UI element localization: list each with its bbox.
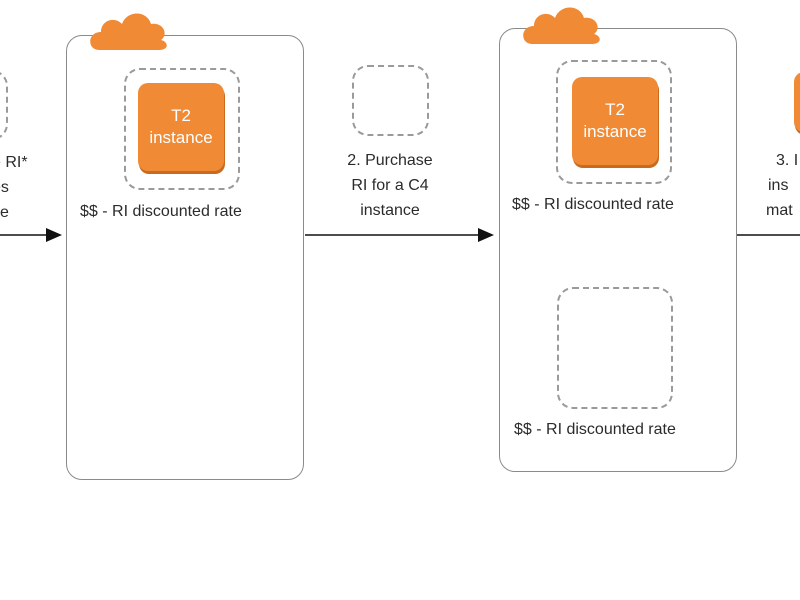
empty-instance-slot [557,287,673,409]
instance-type-label: T2 [605,100,625,119]
rate-label: $$ - RI discounted rate [512,196,674,213]
step2-line2: RI for a C4 [351,177,429,194]
empty-instance-slot [352,65,429,136]
step3-line3: mat [766,202,793,219]
step1-line3: ce [0,204,9,221]
step3-line2: ins [768,177,789,194]
step2-line1: 2. Purchase [347,152,433,169]
step1-line2: es [0,179,9,196]
instance-type-label: T2 [171,106,191,125]
cloud-icon [90,13,167,50]
instance-label: instance [149,128,213,147]
t2-instance-box: T2 instance [572,77,658,165]
instance-label: instance [583,122,647,141]
t2-instance-box: T2 instance [138,83,224,171]
step1-line1: e RI* [0,154,28,171]
step2-text: 2. Purchase RI for a C4 instance [320,148,460,223]
cloud-icon [523,7,600,44]
step3-line1: 3. I [776,152,799,169]
rate-label: $$ - RI discounted rate [514,421,676,438]
partial-instance-box-right [794,72,800,132]
step3-partial-text: 3. I ins mat [766,148,800,223]
rate-label: $$ - RI discounted rate [80,203,242,220]
step1-partial-text: e RI* es ce [0,150,32,225]
step2-line3: instance [360,202,420,219]
